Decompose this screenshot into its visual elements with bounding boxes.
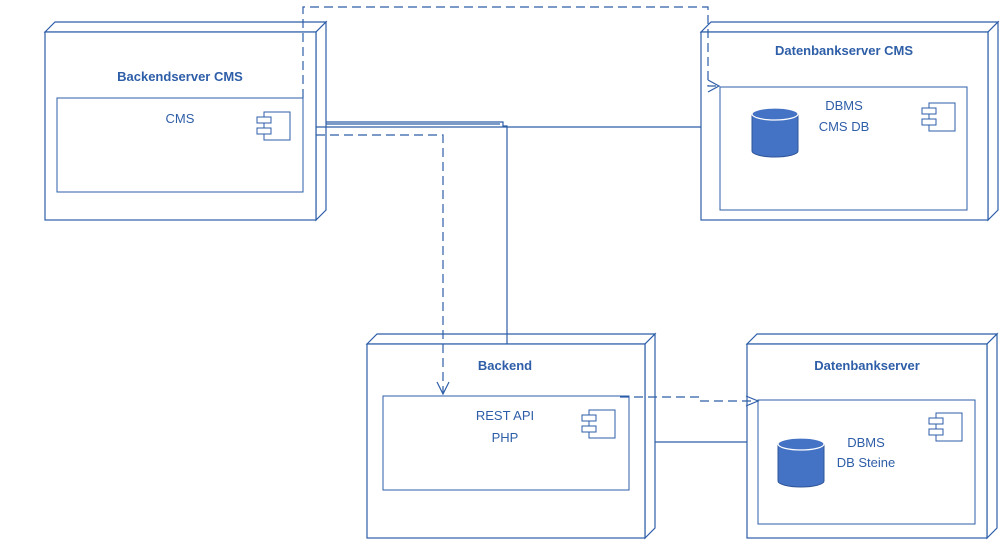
node-side-face	[987, 20, 999, 222]
component-label-line-1: CMS	[166, 111, 195, 126]
component-icon	[581, 409, 616, 439]
node-title: Backend	[478, 358, 532, 373]
dependency-arrowhead-icon	[436, 381, 450, 396]
node-side-face	[315, 20, 327, 222]
node-title: Datenbankserver	[814, 358, 920, 373]
component-label-line-1: REST API	[476, 408, 534, 423]
component-dbms-db-steine[interactable]: DBMS DB Steine	[757, 399, 976, 525]
node-top-face	[745, 333, 999, 345]
dependency-cms-to-restapi	[316, 134, 444, 393]
dependency-cms-to-dbcms	[302, 6, 718, 98]
node-side-face	[644, 332, 656, 540]
node-datenbankserver[interactable]: Datenbankserver DBMS DB Steine	[745, 332, 999, 540]
component-label-line-2: PHP	[492, 430, 519, 445]
database-cylinder-icon	[751, 107, 799, 158]
component-icon	[256, 111, 291, 141]
node-side-face	[986, 332, 998, 540]
node-title: Backendserver CMS	[117, 69, 243, 84]
component-icon	[928, 412, 963, 442]
component-box	[56, 97, 304, 193]
component-icon	[921, 102, 956, 132]
node-top-face	[365, 333, 657, 345]
dependency-arrowhead-icon	[745, 395, 760, 407]
node-top-face	[699, 21, 1000, 33]
component-label-line-2: CMS DB	[819, 119, 870, 134]
component-cms[interactable]: CMS	[56, 97, 304, 193]
dependency-arrowhead-icon	[707, 79, 721, 93]
component-label-line-1: DBMS	[825, 98, 863, 113]
component-dbms-cms-db[interactable]: DBMS CMS DB	[719, 86, 968, 211]
component-label-line-2: DB Steine	[837, 455, 896, 470]
component-rest-api-php[interactable]: REST API PHP	[382, 395, 630, 491]
node-backend[interactable]: Backend REST API PHP	[365, 332, 657, 540]
node-title: Datenbankserver CMS	[775, 43, 913, 58]
database-cylinder-icon	[777, 437, 825, 488]
node-top-face	[43, 21, 328, 33]
node-backendserver-cms[interactable]: Backendserver CMS CMS	[43, 20, 328, 222]
node-datenbankserver-cms[interactable]: Datenbankserver CMS DBMS CMS DB	[699, 20, 1000, 222]
component-label-line-1: DBMS	[847, 435, 885, 450]
communication-path-cms-to-backend	[326, 121, 508, 344]
component-box	[382, 395, 630, 491]
dependency-restapi-to-db	[620, 396, 756, 402]
